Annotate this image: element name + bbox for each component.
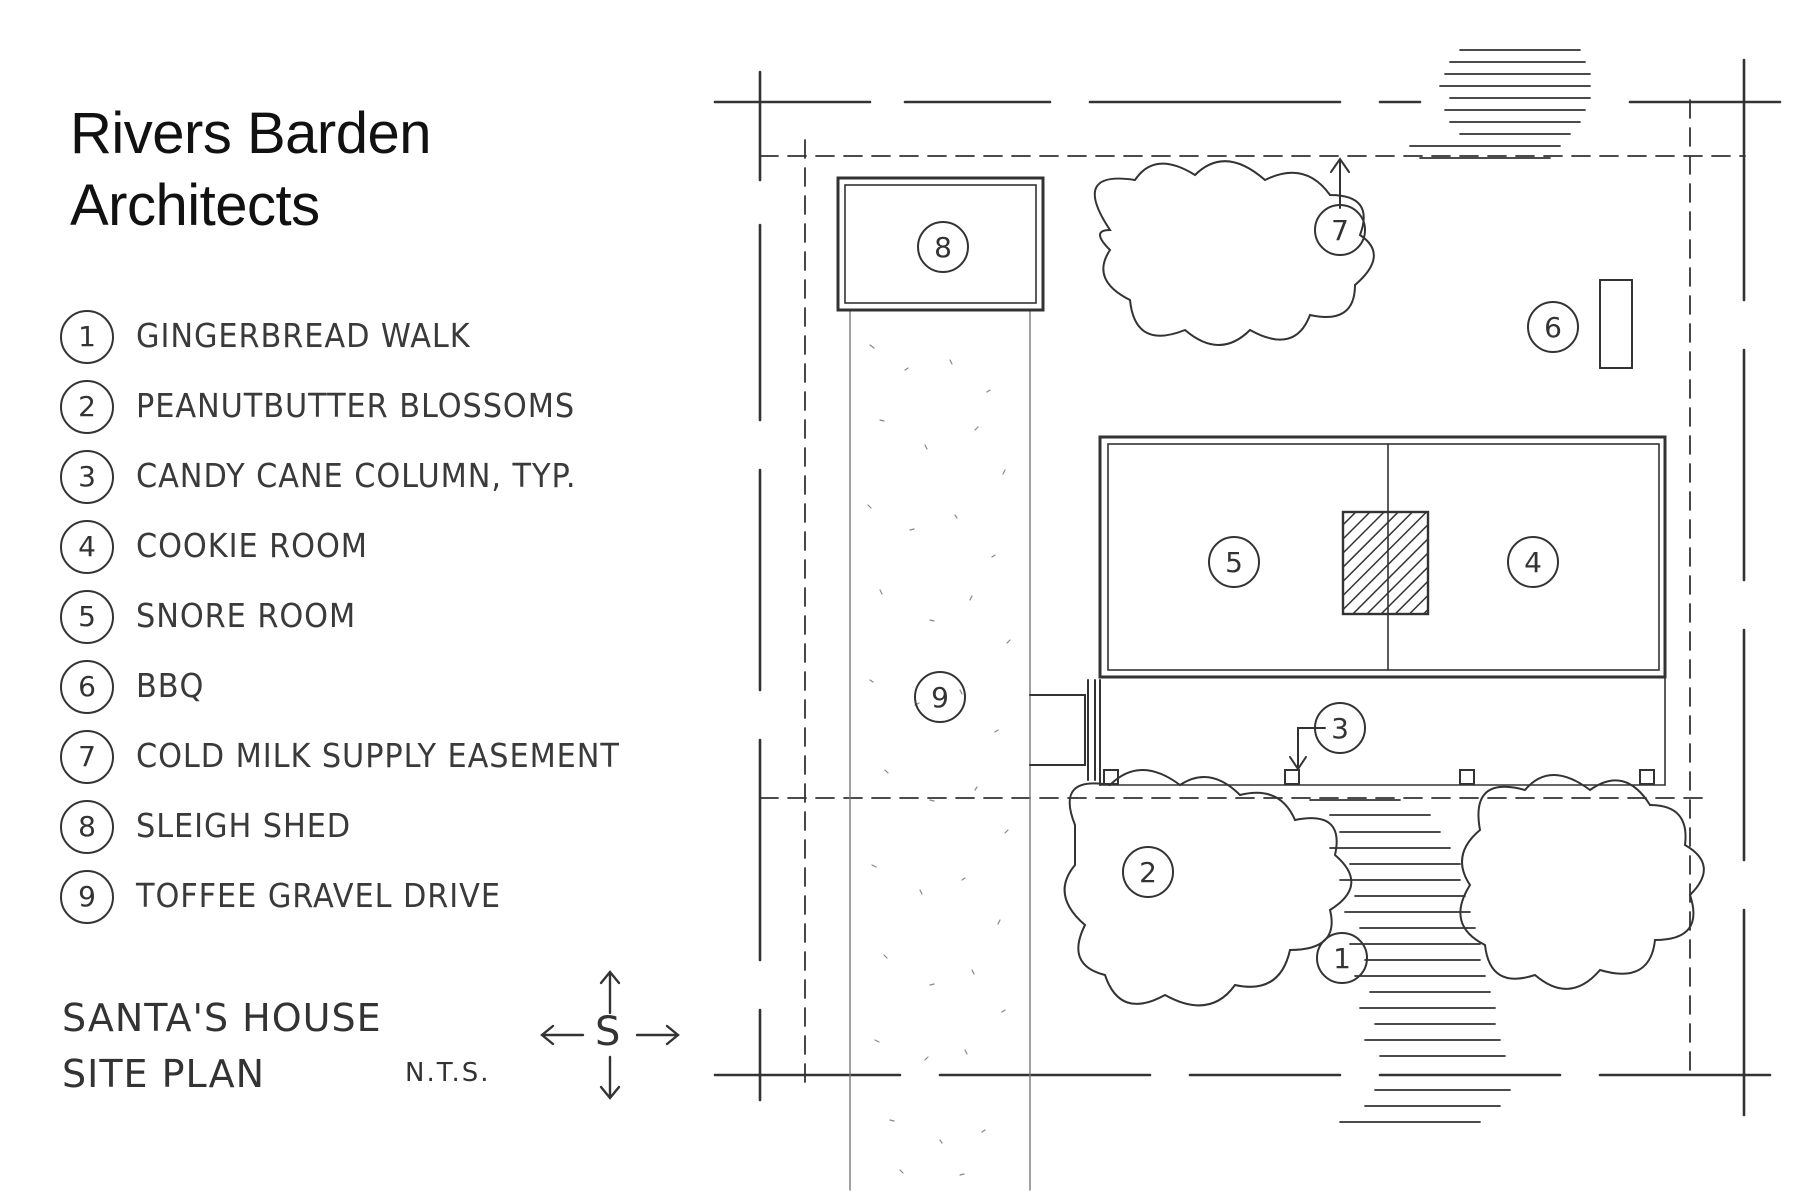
legend-number: 3 bbox=[60, 450, 114, 504]
legend-label: COLD MILK SUPPLY EASEMENT bbox=[136, 736, 620, 775]
plan-tag-9: 9 bbox=[931, 681, 949, 714]
plan-tag-3: 3 bbox=[1331, 712, 1349, 745]
legend-label: COOKIE ROOM bbox=[136, 526, 368, 565]
sheet-title-line2: SITE PLAN bbox=[62, 1052, 266, 1096]
legend-item-candy-cane-column: 3 CANDY CANE COLUMN, TYP. bbox=[60, 450, 700, 506]
plan-tag-2: 2 bbox=[1139, 856, 1157, 889]
legend-number: 5 bbox=[60, 590, 114, 644]
plan-tag-7: 7 bbox=[1331, 214, 1349, 247]
shrub-peanutbutter bbox=[1063, 769, 1353, 1007]
legend-item-bbq: 6 BBQ bbox=[60, 660, 700, 716]
plan-tag-4: 4 bbox=[1524, 546, 1542, 579]
legend-label: PEANUTBUTTER BLOSSOMS bbox=[136, 386, 576, 425]
tree-north bbox=[1093, 160, 1375, 346]
legend-number: 7 bbox=[60, 730, 114, 784]
legend-item-snore-room: 5 SNORE ROOM bbox=[60, 590, 700, 646]
plan-tag-circles bbox=[914, 204, 1579, 984]
easement-hatch bbox=[1409, 49, 1591, 159]
plan-tag-6: 6 bbox=[1544, 311, 1562, 344]
gingerbread-walk bbox=[1309, 799, 1511, 1123]
plan-tag-5: 5 bbox=[1225, 546, 1243, 579]
porch bbox=[1029, 676, 1666, 786]
property-line bbox=[713, 58, 1782, 1117]
legend-number: 2 bbox=[60, 380, 114, 434]
bbq bbox=[1599, 279, 1633, 369]
legend-label: SNORE ROOM bbox=[136, 596, 357, 635]
legend-label: CANDY CANE COLUMN, TYP. bbox=[136, 456, 577, 495]
legend-label: GINGERBREAD WALK bbox=[136, 316, 471, 355]
plan-tag-8: 8 bbox=[934, 231, 952, 264]
firm-name-line1: Rivers Barden bbox=[70, 101, 431, 166]
compass: S bbox=[535, 965, 685, 1105]
legend-item-peanutbutter-blossoms: 2 PEANUTBUTTER BLOSSOMS bbox=[60, 380, 700, 436]
gravel-drive bbox=[849, 309, 1031, 1191]
legend-item-toffee-gravel-drive: 9 TOFFEE GRAVEL DRIVE bbox=[60, 870, 700, 926]
compass-arrows-icon bbox=[540, 970, 680, 1100]
legend-number: 8 bbox=[60, 800, 114, 854]
legend-item-gingerbread-walk: 1 GINGERBREAD WALK bbox=[60, 310, 700, 366]
firm-name: Rivers Barden Architects bbox=[70, 98, 431, 242]
legend-label: TOFFEE GRAVEL DRIVE bbox=[136, 876, 501, 915]
legend-item-cold-milk-supply-easement: 7 COLD MILK SUPPLY EASEMENT bbox=[60, 730, 700, 786]
compass-label: S bbox=[595, 1009, 621, 1055]
legend-number: 1 bbox=[60, 310, 114, 364]
legend-item-sleigh-shed: 8 SLEIGH SHED bbox=[60, 800, 700, 856]
firm-name-line2: Architects bbox=[70, 173, 320, 238]
scale-note: N.T.S. bbox=[405, 1058, 491, 1088]
sleigh-shed bbox=[836, 176, 1045, 312]
chimney bbox=[1341, 510, 1430, 616]
legend-number: 9 bbox=[60, 870, 114, 924]
setback-line bbox=[759, 99, 1746, 1086]
sheet-title-line1: SANTA'S HOUSE bbox=[62, 996, 382, 1040]
legend-number: 6 bbox=[60, 660, 114, 714]
plan-tag-1: 1 bbox=[1333, 942, 1351, 975]
shrub-east bbox=[1459, 774, 1705, 990]
legend-number: 4 bbox=[60, 520, 114, 574]
legend-item-cookie-room: 4 COOKIE ROOM bbox=[60, 520, 700, 576]
legend-label: BBQ bbox=[136, 666, 205, 705]
legend-label: SLEIGH SHED bbox=[136, 806, 352, 845]
sheet-title: SANTA'S HOUSE SITE PLAN bbox=[62, 990, 382, 1102]
gravel-texture bbox=[867, 344, 1011, 1176]
